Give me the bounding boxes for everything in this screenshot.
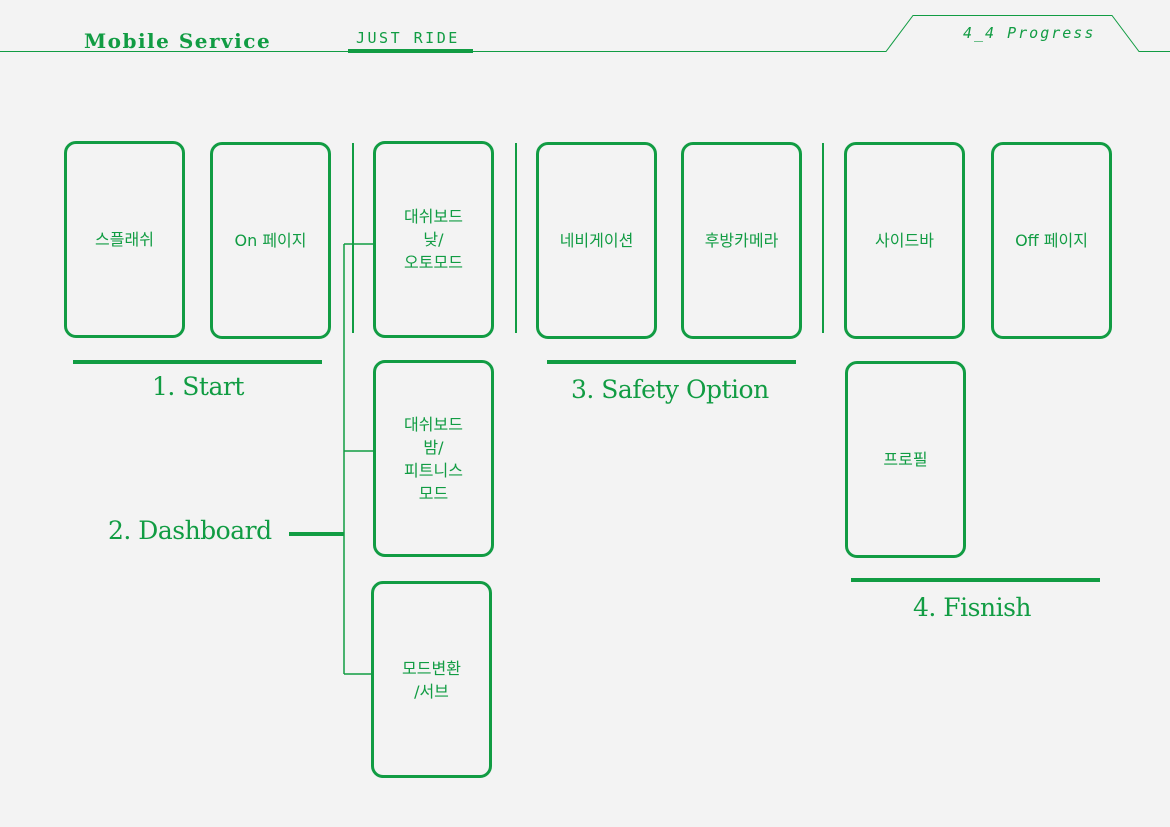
card-sidebar-label: 사이드바 [875, 231, 934, 250]
section-label-finish: 4. Fisnish [913, 593, 1032, 622]
card-dashboard-night-label: 대쉬보드 밤/ 피트니스 모드 [404, 414, 463, 503]
section-label-start: 1. Start [152, 372, 244, 401]
card-splash-label: 스플래쉬 [95, 230, 154, 249]
progress-indicator: 4_4 Progress [963, 24, 1096, 42]
header-lines [0, 15, 1170, 53]
card-sidebar[interactable]: 사이드바 [844, 142, 965, 339]
divider-safety-finish [822, 143, 824, 333]
divider-dashboard-safety [515, 143, 517, 333]
card-rear-camera[interactable]: 후방카메라 [681, 142, 802, 339]
section-label-safety: 3. Safety Option [571, 375, 769, 404]
card-dashboard-night[interactable]: 대쉬보드 밤/ 피트니스 모드 [373, 360, 494, 557]
card-splash[interactable]: 스플래쉬 [64, 141, 185, 338]
card-mode-change-label: 모드변환 /서브 [402, 658, 461, 701]
card-rear-camera-label: 후방카메라 [704, 231, 779, 250]
brand-title: Mobile Service [84, 29, 272, 53]
card-on-page-label: On 페이지 [234, 231, 307, 250]
card-dashboard-day-label: 대쉬보드 낮/ 오토모드 [404, 207, 463, 272]
section-bar-start [73, 360, 322, 364]
section-bar-finish [851, 578, 1100, 582]
card-navigation[interactable]: 네비게이션 [536, 142, 657, 339]
card-navigation-label: 네비게이션 [559, 231, 634, 250]
section-label-dashboard: 2. Dashboard [108, 516, 272, 545]
card-on-page[interactable]: On 페이지 [210, 142, 331, 339]
card-off-page[interactable]: Off 페이지 [991, 142, 1112, 339]
card-profile-label: 프로필 [883, 450, 928, 469]
divider-start-dashboard [352, 143, 354, 333]
card-profile[interactable]: 프로필 [845, 361, 966, 558]
card-dashboard-day[interactable]: 대쉬보드 낮/ 오토모드 [373, 141, 494, 338]
section-bar-safety [547, 360, 796, 364]
card-mode-change[interactable]: 모드변환 /서브 [371, 581, 492, 778]
project-name: JUST RIDE [356, 29, 460, 47]
card-off-page-label: Off 페이지 [1015, 231, 1088, 250]
